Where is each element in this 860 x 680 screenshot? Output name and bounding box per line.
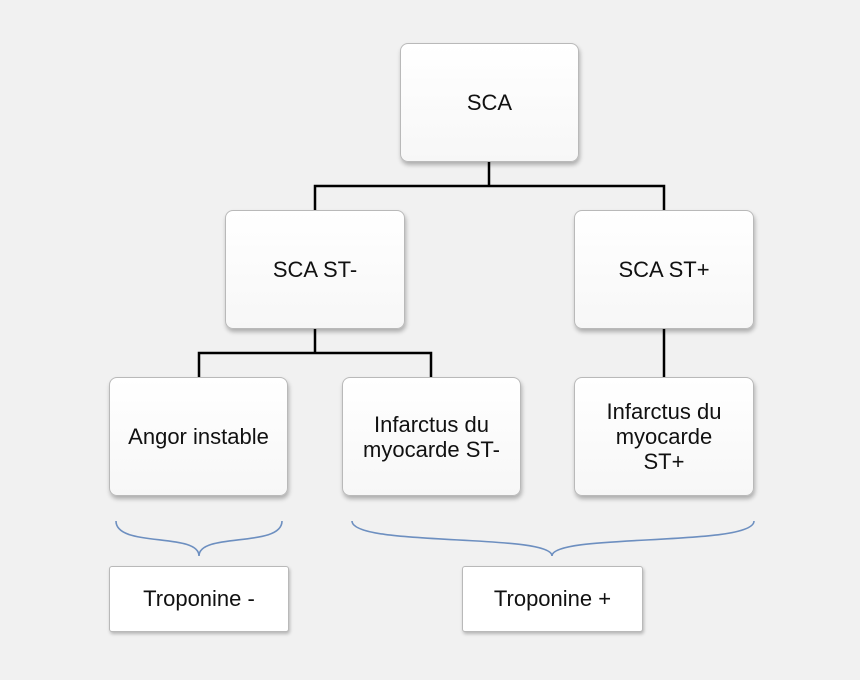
node-angor-instable: Angor instable	[109, 377, 288, 496]
connector-root-children	[313, 184, 666, 210]
node-infarctus-st-minus: Infarctus du myocarde ST-	[342, 377, 521, 496]
node-sca-st-minus: SCA ST-	[225, 210, 405, 329]
brace-troponine-neg	[115, 520, 283, 557]
node-sca-st-plus: SCA ST+	[574, 210, 754, 329]
connector-stminus-children	[197, 351, 433, 377]
node-sca: SCA	[400, 43, 579, 162]
label-troponine-positive: Troponine +	[462, 566, 643, 632]
label-troponine-negative: Troponine -	[109, 566, 289, 632]
brace-troponine-pos	[351, 520, 755, 557]
node-infarctus-st-plus: Infarctus du myocarde ST+	[574, 377, 754, 496]
